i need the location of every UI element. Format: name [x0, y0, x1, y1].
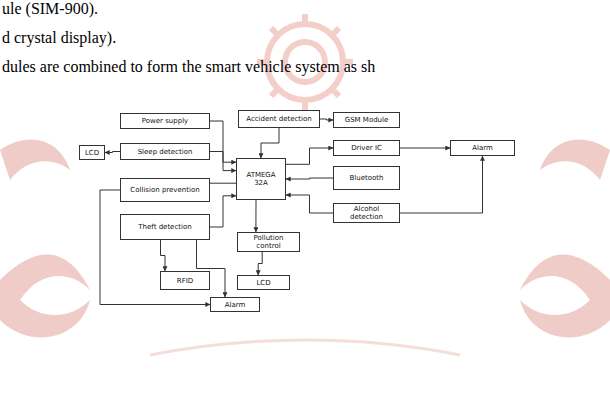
box-label: Sleep detection: [138, 148, 193, 156]
connector-arrow: [100, 190, 210, 305]
connector-arrow: [286, 178, 333, 179]
connector-arrow: [320, 119, 333, 120]
box-label: Theft detection: [138, 223, 191, 231]
connector-arrow: [210, 196, 236, 227]
box-label: RFID: [177, 277, 193, 285]
connector-arrow: [400, 148, 450, 149]
connector-arrow: [286, 195, 333, 213]
connector-arrow: [258, 252, 262, 275]
connector-arrow: [161, 240, 166, 271]
box-label: ATMEGA 32A: [240, 171, 282, 187]
controller-box: ATMEGA 32A: [236, 158, 286, 200]
process-box: Alcohol detection: [333, 203, 400, 223]
module-box: RFID: [160, 271, 210, 290]
box-label: Driver IC: [351, 144, 382, 152]
connector-arrow: [210, 152, 236, 171]
connector-arrow: [255, 200, 256, 232]
box-label: LCD: [85, 149, 99, 157]
alarm-box: Alarm: [450, 140, 515, 156]
driver-box: Driver IC: [333, 140, 400, 156]
display-box: LCD: [237, 275, 290, 290]
box-label: Power supply: [142, 117, 188, 125]
process-box: Theft detection: [120, 214, 210, 240]
box-label: Alarm: [472, 144, 493, 152]
box-label: Alarm: [225, 301, 246, 309]
module-box: GSM Module: [333, 112, 400, 128]
connector-arrow: [286, 148, 333, 164]
process-box: Accident detection: [238, 110, 320, 128]
body-text: d crystal display).: [2, 29, 116, 47]
alarm-box: Alarm: [210, 297, 260, 312]
process-box: Sleep detection: [120, 143, 210, 160]
box-label: GSM Module: [345, 116, 389, 124]
connector-arrow: [261, 128, 279, 158]
box-label: Collision prevention: [130, 186, 199, 194]
box-label: Alcohol detection: [337, 205, 396, 221]
display-box: LCD: [79, 145, 105, 160]
connector-arrow: [105, 152, 120, 153]
connector-arrow: [400, 156, 483, 213]
module-box: Bluetooth: [333, 166, 400, 190]
box-label: Pollution control: [241, 234, 296, 250]
body-text: ule (SIM-900).: [2, 0, 98, 18]
box-label: Accident detection: [246, 115, 312, 123]
box-label: LCD: [256, 279, 270, 287]
process-box: Collision prevention: [120, 178, 210, 202]
box-label: Bluetooth: [350, 174, 384, 182]
process-box: Pollution control: [237, 232, 300, 252]
body-text: dules are combined to form the smart veh…: [2, 58, 375, 76]
power-box: Power supply: [120, 113, 210, 129]
